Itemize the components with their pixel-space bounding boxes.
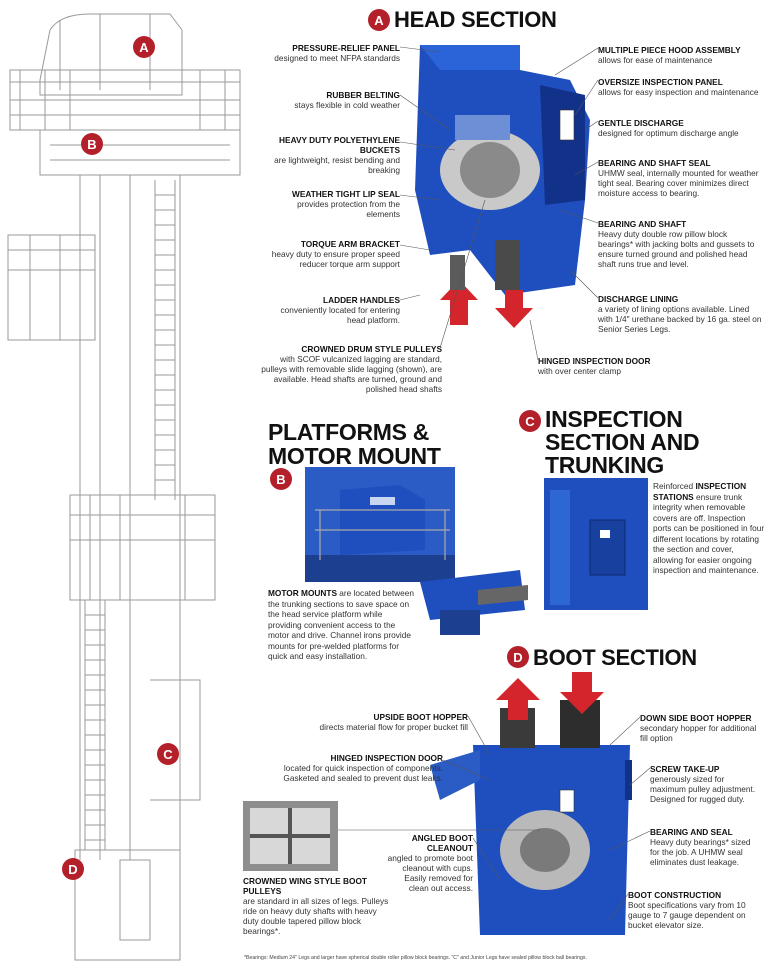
inspection-paragraph: Reinforced INSPECTION STATIONS ensure tr…	[653, 481, 765, 575]
badge-c-inspection: C	[519, 410, 541, 432]
badge-a-drawing: A	[133, 36, 155, 58]
platforms-title: PLATFORMS &MOTOR MOUNT	[268, 419, 441, 469]
badge-b-drawing: B	[81, 133, 103, 155]
badge-a-head: A	[368, 9, 390, 31]
badge-d-drawing: D	[62, 858, 84, 880]
badge-b-platforms: B	[270, 468, 292, 490]
badge-d-boot: D	[507, 646, 529, 668]
boot-section-title: BOOT SECTION	[533, 645, 697, 670]
platforms-paragraph: MOTOR MOUNTS are located between the tru…	[268, 588, 415, 661]
badge-c-drawing: C	[157, 743, 179, 765]
bearings-footnote: *Bearings: Medium 24" Legs and larger ha…	[244, 955, 587, 961]
head-section-title: HEAD SECTION	[394, 7, 557, 32]
